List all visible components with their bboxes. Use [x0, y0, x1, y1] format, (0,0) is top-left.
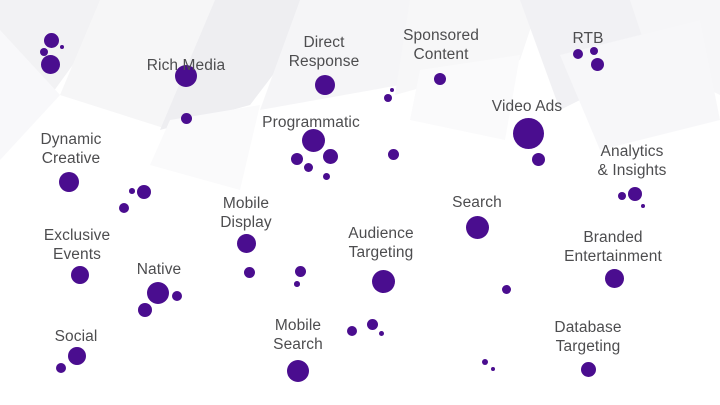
bubble-label-branded-entertainment: Branded Entertainment: [564, 229, 662, 265]
bubble-mobile-display: [243, 266, 255, 278]
bubble-mid-left-cluster: [119, 203, 129, 213]
bubble-native: [138, 303, 152, 317]
bubble-stray-dots: [501, 284, 511, 294]
bubble-rtb: [589, 46, 599, 56]
bubble-rtb: [590, 57, 604, 71]
bubble-label-programmatic: Programmatic: [262, 114, 360, 131]
bubble-label-mobile-display: Mobile Display: [220, 195, 272, 231]
bubble-label-dynamic-creative: Dynamic Creative: [40, 131, 102, 167]
bubble-dynamic-creative: [59, 172, 79, 192]
bubble-mid-small-cluster: [384, 94, 392, 102]
bubble-programmatic: [322, 148, 338, 164]
bubble-branded-ent: [604, 268, 624, 288]
bubble-social: [56, 363, 66, 373]
bubble-label-exclusive-events: Exclusive Events: [43, 227, 111, 263]
bubble-programmatic: [291, 153, 303, 165]
bubble-label-direct-response: Direct Response: [288, 34, 360, 70]
bubble-native: [172, 291, 182, 301]
bubble-analytics: [641, 204, 645, 208]
bubble-label-video-ads: Video Ads: [491, 98, 563, 115]
bubble-bottom-right-pair: [482, 359, 488, 365]
bubble-programmatic: [322, 172, 330, 180]
bubble-top-left-cluster: [59, 44, 65, 50]
bubble-analytics: [617, 191, 627, 201]
bubble-mobile-search-grp: [287, 360, 309, 382]
bubble-audience-targeting: [371, 269, 395, 293]
bubble-mobile-search-grp: [366, 318, 378, 330]
bubble-top-left-cluster: [40, 54, 60, 74]
bubble-mobile-display: [236, 233, 256, 253]
bubble-bottom-right-pair: [491, 367, 495, 371]
bubble-rich-media: [180, 112, 192, 124]
bubble-label-audience-targeting: Audience Targeting: [348, 225, 414, 261]
bubble-native: [147, 282, 169, 304]
bubble-database-targeting: [580, 361, 596, 377]
bubble-video-ads: [531, 152, 545, 166]
bubble-label-database-targeting: Database Targeting: [554, 319, 622, 355]
bubble-mid-left-cluster: [129, 188, 135, 194]
bubble-mid-small-cluster: [390, 88, 394, 92]
bubble-mobile-search-grp: [347, 326, 357, 336]
bubble-label-social: Social: [54, 328, 98, 345]
bubble-stray-dots: [294, 281, 300, 287]
bubble-programmatic: [303, 162, 313, 172]
bubble-label-rich-media: Rich Media: [146, 57, 226, 74]
bubble-analytics: [628, 187, 642, 201]
bubble-search: [465, 215, 489, 239]
bubble-direct-response: [315, 75, 335, 95]
bubble-top-left-cluster: [39, 47, 49, 57]
bubble-exclusive-events: [71, 266, 89, 284]
bubble-stray-dots: [294, 265, 306, 277]
bubble-rtb: [573, 49, 583, 59]
bubble-social: [68, 347, 86, 365]
bubble-label-rtb: RTB: [572, 30, 604, 47]
bubble-mid-left-cluster: [137, 185, 151, 199]
bubble-programmatic: [301, 128, 325, 152]
bubble-video-ads: [512, 117, 544, 149]
bubble-rich-media: [175, 65, 197, 87]
bubble-label-search: Search: [452, 194, 502, 211]
bubble-label-native: Native: [136, 261, 182, 278]
bubble-sponsored-content: [434, 73, 446, 85]
bubble-label-analytics-insights: Analytics & Insights: [597, 143, 667, 179]
bubble-label-mobile-search: Mobile Search: [273, 317, 323, 353]
bubble-mobile-search-grp: [378, 330, 384, 336]
bubble-top-left-cluster: [43, 32, 59, 48]
bubble-label-sponsored-content: Sponsored Content: [403, 27, 479, 63]
bubble-center-dot: [387, 148, 399, 160]
